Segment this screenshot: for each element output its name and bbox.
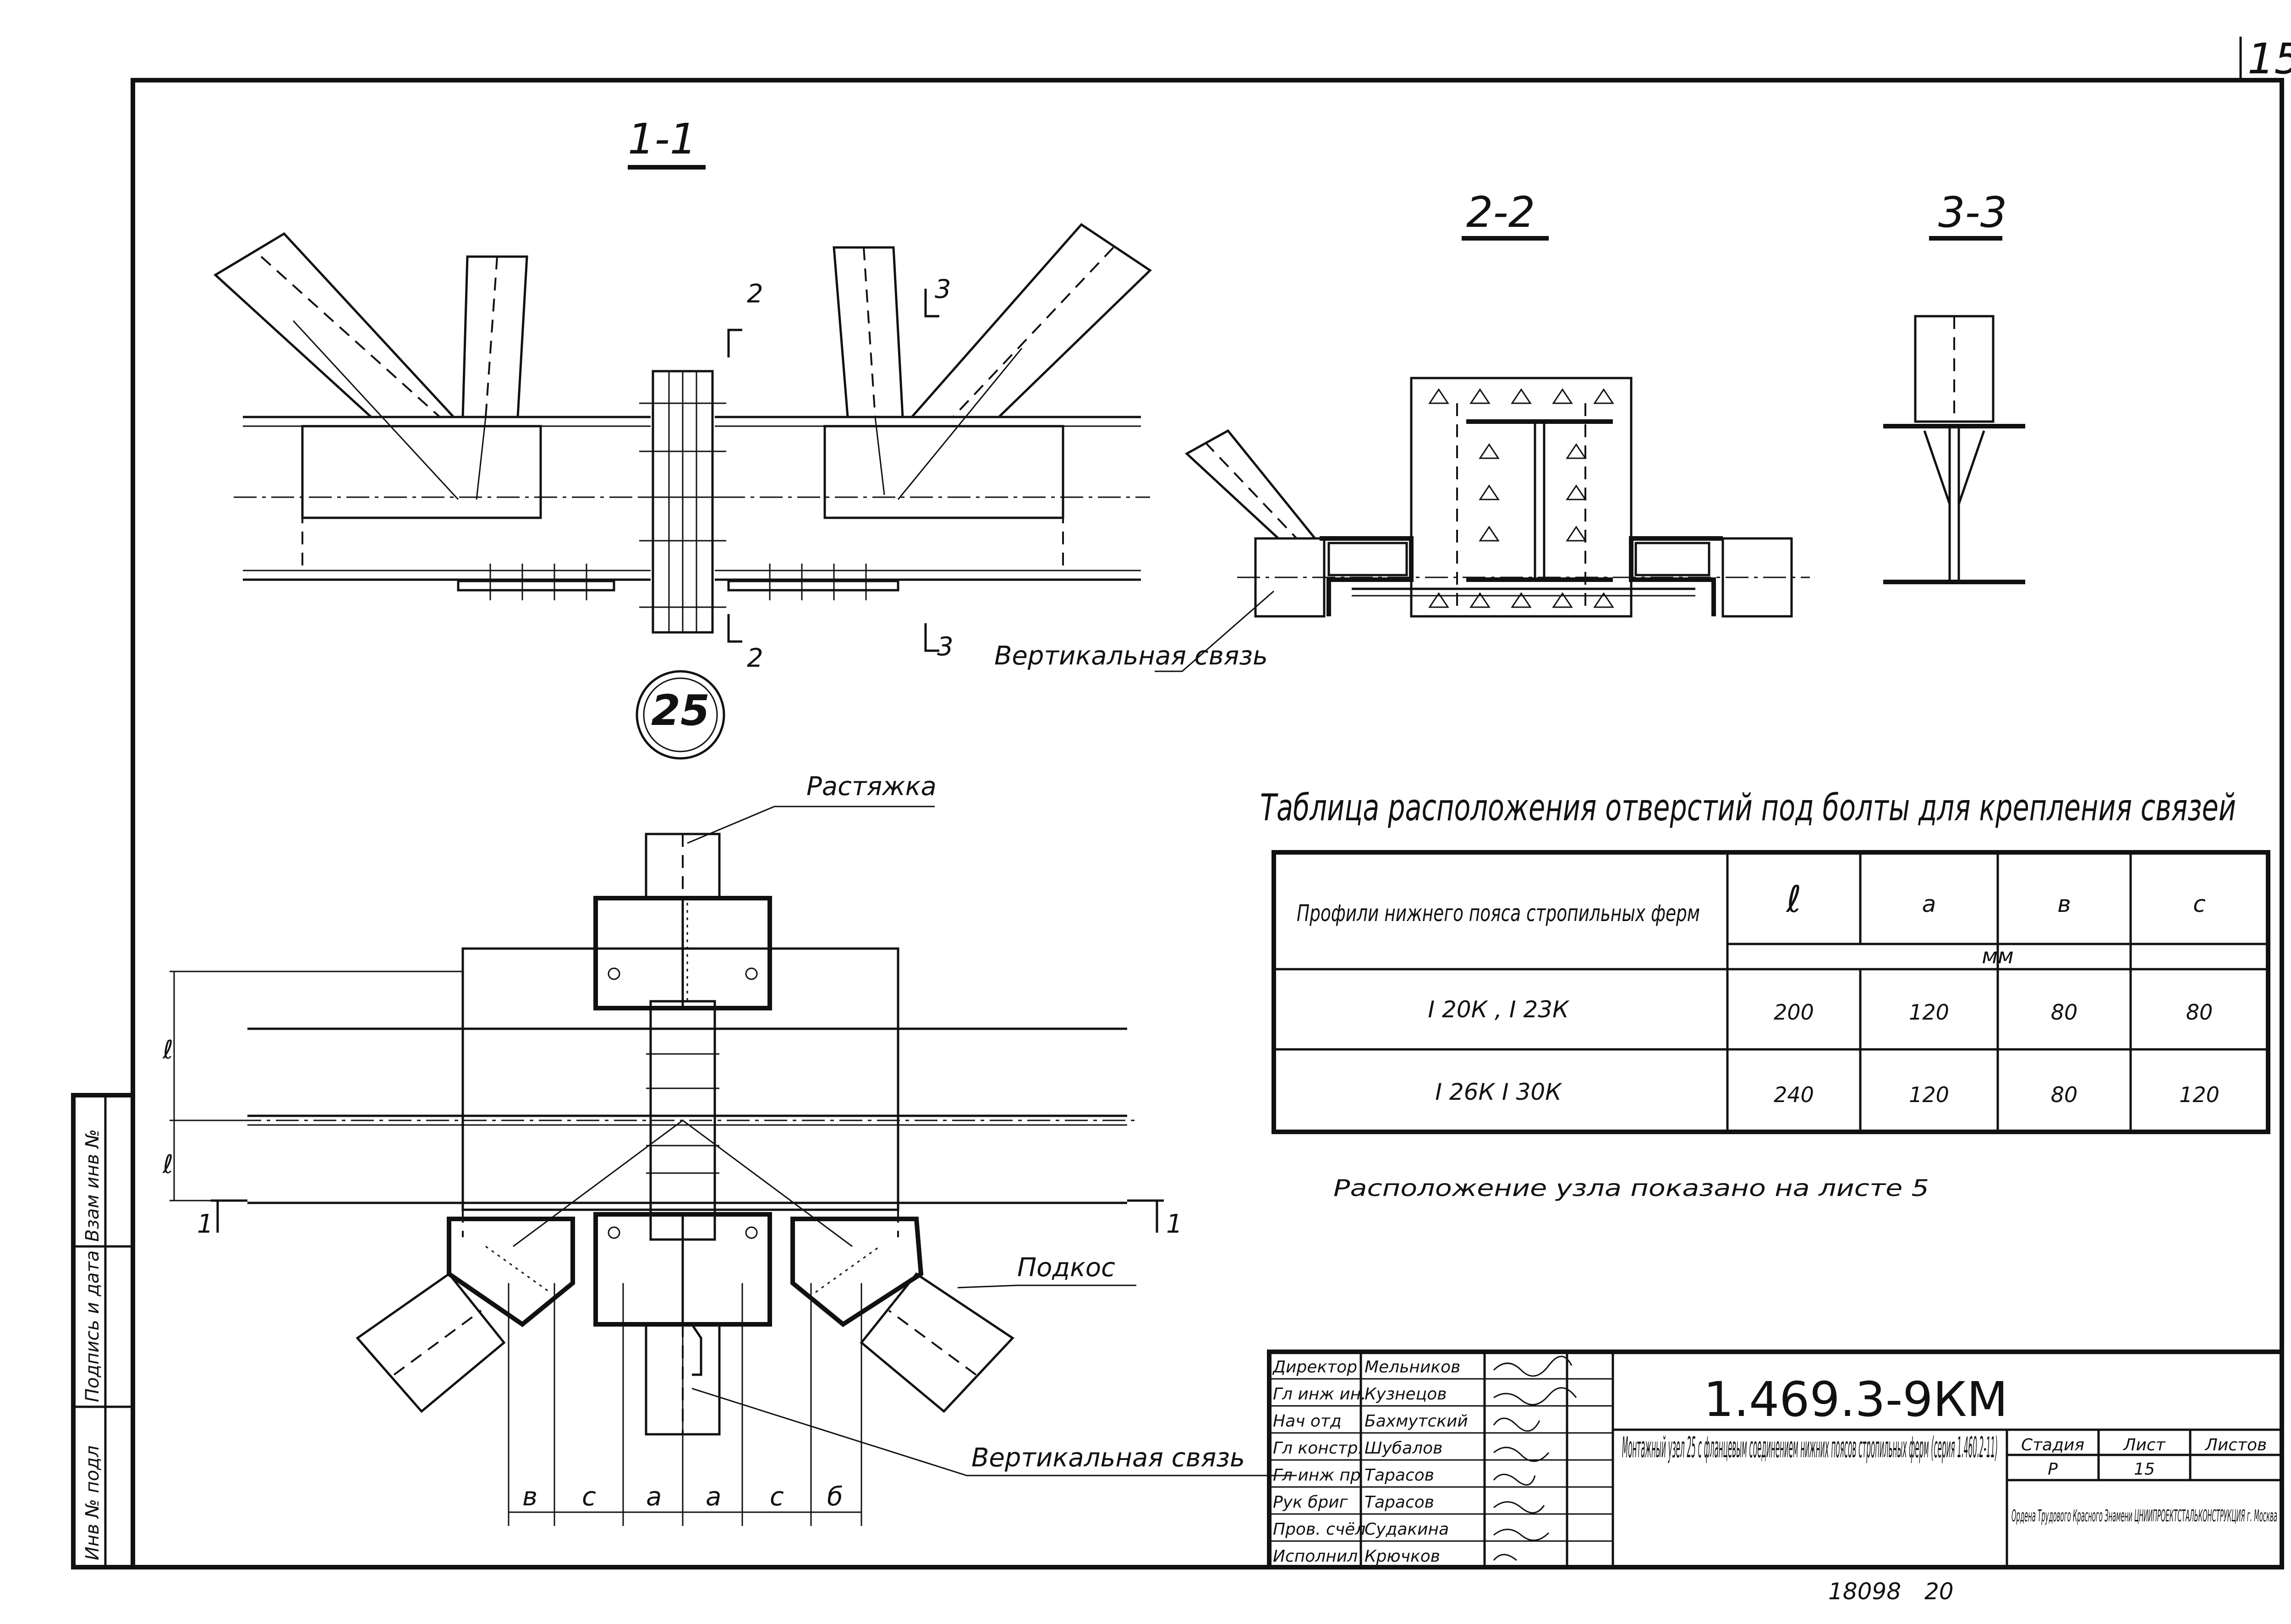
stamp-org: Ордена Трудового Красного Знамени ЦНИИПР… [2011, 1507, 2277, 1525]
cut-mark-3-top: 3 [935, 274, 951, 304]
stamp-sheets-header: Листов [2204, 1436, 2267, 1454]
table-header-a: а [1922, 891, 1936, 917]
label-vertical-brace-short: Вертикальная связь [994, 641, 1268, 671]
section-1-1: 1-1 [213, 115, 1152, 760]
stamp-role-4: Гл инж пр [1273, 1466, 1361, 1485]
signatures [1493, 1355, 1577, 1561]
table-row-0-a: 120 [1909, 1000, 1949, 1025]
table-unit: мм [1982, 944, 2013, 968]
stamp-name-6: Судакина [1365, 1520, 1449, 1539]
dim-bottom-0: в [522, 1482, 537, 1512]
section-1-1-title: 1-1 [628, 115, 696, 164]
stamp-title: Монтажный узел 25 с фланцевым соединение… [1622, 1431, 1998, 1464]
section-3-3: 3-3 [1883, 188, 2025, 584]
stamp-name-7: Крючков [1365, 1547, 1440, 1566]
table-row-0-c: 80 [2186, 1000, 2213, 1025]
table-header-l: ℓ [1785, 878, 1801, 921]
table-row-1-a: 120 [1909, 1082, 1949, 1107]
stamp-stage: Р [2048, 1460, 2058, 1479]
table-row-1-l: 240 [1774, 1082, 1814, 1107]
location-note: Расположение узла показано на листе 5 [1333, 1175, 1929, 1202]
sheet-frame [131, 78, 2284, 1569]
page-number: 15 [2247, 34, 2291, 83]
table-header-c: с [2193, 891, 2206, 917]
table-row-0-profile: I 20К , I 23К [1428, 996, 1570, 1023]
stamp-name-1: Кузнецов [1365, 1385, 1447, 1404]
cut-mark-2-bottom: 2 [747, 643, 763, 673]
table-row-1-profile: I 26К I 30К [1435, 1079, 1562, 1105]
label-tie: Растяжка [806, 772, 937, 801]
side-stamp-signature: Подпись и дата [82, 1251, 103, 1402]
table-header-profile: Профили нижнего пояса стропильных ферм [1297, 900, 1700, 927]
table-row-0-b: 80 [2051, 1000, 2078, 1025]
stamp-role-7: Исполнил [1273, 1547, 1358, 1566]
plan-view: ℓ ℓ 1 1 Растяжка Подкос Вертикальная свя… [162, 772, 1297, 1526]
stamp-name-5: Тарасов [1365, 1493, 1434, 1512]
table-row-1-b: 80 [2051, 1082, 2078, 1107]
label-vertical-brace-long: Вертикальная связь [971, 1443, 1245, 1473]
node-number-circle [636, 670, 725, 760]
title-block: Директор Мельников Гл инж ин. Кузнецов Н… [1267, 1350, 2284, 1605]
table-title: Таблица расположения отверстий под болты… [1260, 786, 2236, 829]
cut-mark-2-top: 2 [747, 279, 763, 309]
stamp-format: 20 [1924, 1578, 1954, 1605]
stamp-stage-header: Стадия [2021, 1436, 2084, 1454]
stamp-name-0: Мельников [1365, 1358, 1460, 1377]
dim-bottom-3: а [706, 1482, 721, 1512]
stamp-inventory: 18098 [1828, 1578, 1901, 1605]
table-row-0-l: 200 [1774, 1000, 1814, 1025]
section-2-2-title: 2-2 [1466, 188, 1535, 237]
dim-bottom-4: с [770, 1482, 784, 1512]
table-row-1-c: 120 [2179, 1082, 2220, 1107]
side-stamp: Взам инв № Подпись и дата Инв № подл [71, 1093, 135, 1569]
stamp-role-5: Рук бриг [1273, 1493, 1348, 1512]
label-strut: Подкос [1017, 1253, 1115, 1283]
stamp-sheet-header: Лист [2122, 1436, 2165, 1454]
cut-mark-1-left: 1 [197, 1209, 214, 1239]
cut-mark-1-right: 1 [1166, 1209, 1183, 1239]
section-3-3-title: 3-3 [1938, 188, 2007, 237]
dim-bottom-1: с [582, 1482, 596, 1512]
stamp-role-3: Гл констр. [1273, 1439, 1363, 1458]
side-stamp-inventory: Инв № подл [82, 1445, 103, 1560]
stamp-role-0: Директор [1272, 1358, 1357, 1377]
cut-mark-3-bottom: 3 [937, 632, 954, 662]
stamp-role-1: Гл инж ин. [1273, 1385, 1366, 1404]
stamp-name-2: Бахмутский [1365, 1412, 1468, 1431]
holes-table: Таблица расположения отверстий под болты… [1260, 786, 2270, 1202]
dim-bottom-5: б [827, 1482, 843, 1512]
stamp-sheet: 15 [2134, 1460, 2155, 1479]
stamp-name-3: Шубалов [1365, 1439, 1442, 1458]
stamp-role-6: Пров. счёл [1273, 1520, 1365, 1539]
side-stamp-replaced: Взам инв № [82, 1129, 103, 1242]
stamp-name-4: Тарасов [1365, 1466, 1434, 1485]
stamp-code: 1.469.3-9КМ [1704, 1372, 2008, 1427]
dim-l-upper: ℓ [162, 1035, 173, 1065]
stamp-role-2: Нач отд [1273, 1412, 1342, 1431]
section-2-2: 2-2 [994, 188, 1810, 672]
node-number: 25 [651, 686, 710, 735]
dim-l-lower: ℓ [162, 1150, 173, 1180]
table-header-b: в [2057, 891, 2071, 917]
dim-bottom-2: а [646, 1482, 662, 1512]
